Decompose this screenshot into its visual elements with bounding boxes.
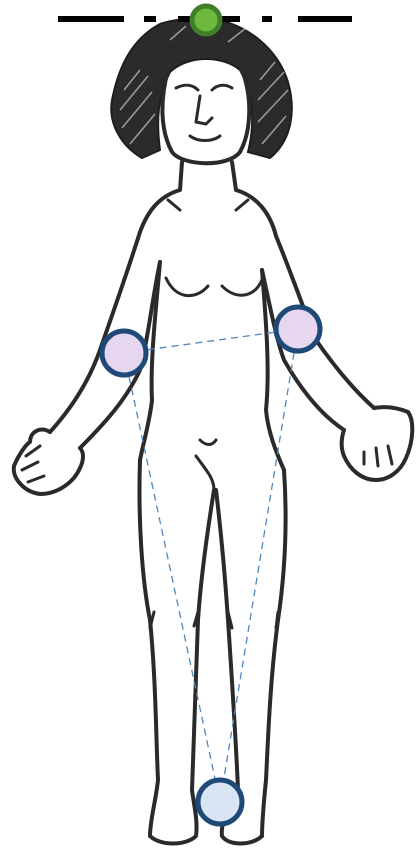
right-eye [212,85,232,90]
mouth [190,136,220,141]
groin [196,456,214,490]
torso-right [262,270,284,470]
left-eye [176,85,198,90]
right-knee [228,612,278,628]
chest-left [166,278,208,296]
feet-marker [198,780,242,824]
nose [196,96,212,124]
left-hand [14,430,83,494]
face-outline [162,70,249,163]
neck-right [232,162,276,236]
chest-right [222,280,262,295]
top-of-head-marker [192,6,220,34]
right-fingers [364,446,392,466]
left-knee [150,612,198,628]
left-elbow-marker [102,331,146,375]
human-figure-sketch [14,18,412,844]
right-hand [342,407,413,480]
right-leg-inner [216,490,238,790]
guide-elbow-to-elbow [124,329,298,353]
left-leg-outer [139,460,158,836]
guide-left-elbow-to-feet [124,353,220,802]
neck-left [140,162,182,232]
right-elbow-marker [276,307,320,351]
navel [200,440,216,445]
collar-right [236,200,248,210]
collar-left [168,200,180,210]
left-fingers [22,446,44,482]
guide-right-elbow-to-feet [220,329,298,802]
left-leg-inner [192,490,214,790]
